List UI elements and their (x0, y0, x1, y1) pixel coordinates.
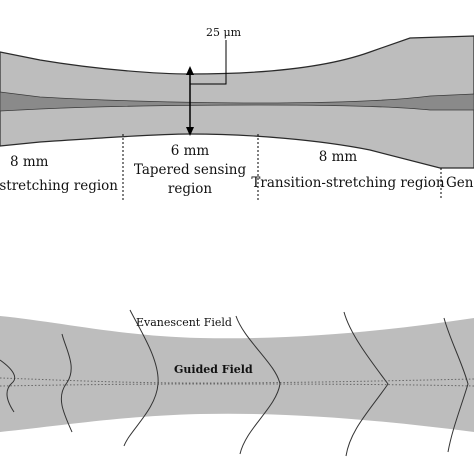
left-region-length: 8 mm (10, 154, 49, 170)
guided-field-label: Guided Field (174, 363, 253, 376)
bottom-fiber-body (0, 316, 474, 432)
guided-core-line-lower (0, 383, 474, 387)
wavefront-4 (235, 315, 281, 455)
wavefront-2 (60, 333, 73, 433)
wavefront-6 (443, 317, 469, 453)
diameter-arrowhead-top (186, 66, 194, 75)
fiber-core (0, 91, 474, 112)
fiber-cladding (0, 35, 474, 169)
center-region-name-line1: Tapered sensing (134, 162, 247, 178)
field-distribution-diagram: Evanescent Field Guided Field (0, 309, 474, 457)
wavefront-3 (123, 309, 159, 447)
diameter-arrowhead-bottom (186, 127, 194, 136)
diameter-label: 25 μm (206, 26, 242, 39)
diameter-leader-line (190, 40, 227, 85)
wavefront-5 (343, 311, 389, 457)
center-region-length: 6 mm (171, 143, 210, 159)
wavefront-1 (0, 359, 16, 413)
tapered-fiber-diagram: 25 μm 8 mm Transition-stretching region … (0, 26, 474, 200)
center-region-name-line2: region (168, 181, 213, 197)
right-region-name: Transition-stretching region (251, 175, 445, 191)
left-region-name: Transition-stretching region (0, 178, 118, 194)
guided-core-line-upper (0, 377, 474, 384)
right-region-length: 8 mm (319, 149, 358, 165)
evanescent-field-label: Evanescent Field (136, 316, 232, 329)
far-right-label: General (446, 175, 474, 191)
